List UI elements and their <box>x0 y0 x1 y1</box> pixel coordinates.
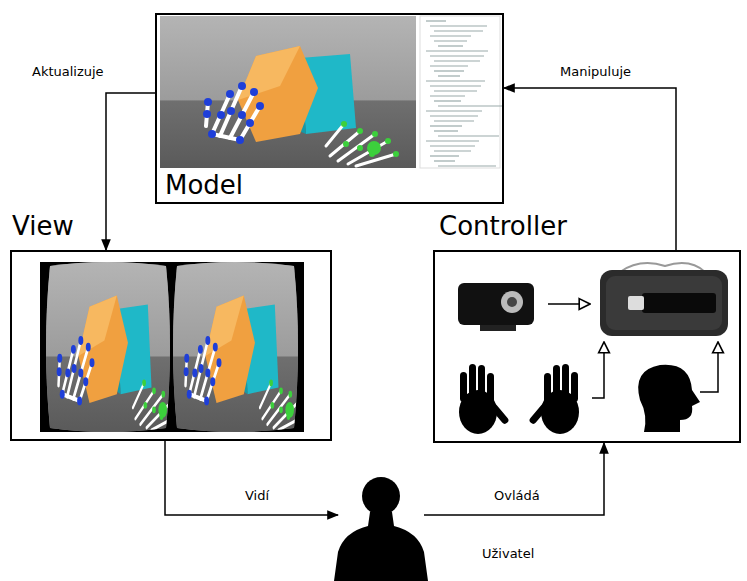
controller-box: Controller <box>433 250 741 443</box>
user-label: Uživatel <box>482 547 534 561</box>
component-title: Model <box>165 171 243 200</box>
view-box: View <box>10 250 332 441</box>
flow-arrow <box>165 441 338 515</box>
user-figure: Uživatel <box>338 470 424 578</box>
edge-label: Manipuluje <box>558 64 633 79</box>
edge-label: Aktualizuje <box>30 64 106 79</box>
model-box: Model <box>155 13 504 204</box>
component-title: View <box>12 212 74 241</box>
component-title: Controller <box>439 212 567 241</box>
flow-arrow <box>106 93 155 250</box>
flow-arrow <box>424 443 604 515</box>
edge-label: Ovládá <box>492 488 542 503</box>
edge-label: Vidí <box>243 488 271 503</box>
